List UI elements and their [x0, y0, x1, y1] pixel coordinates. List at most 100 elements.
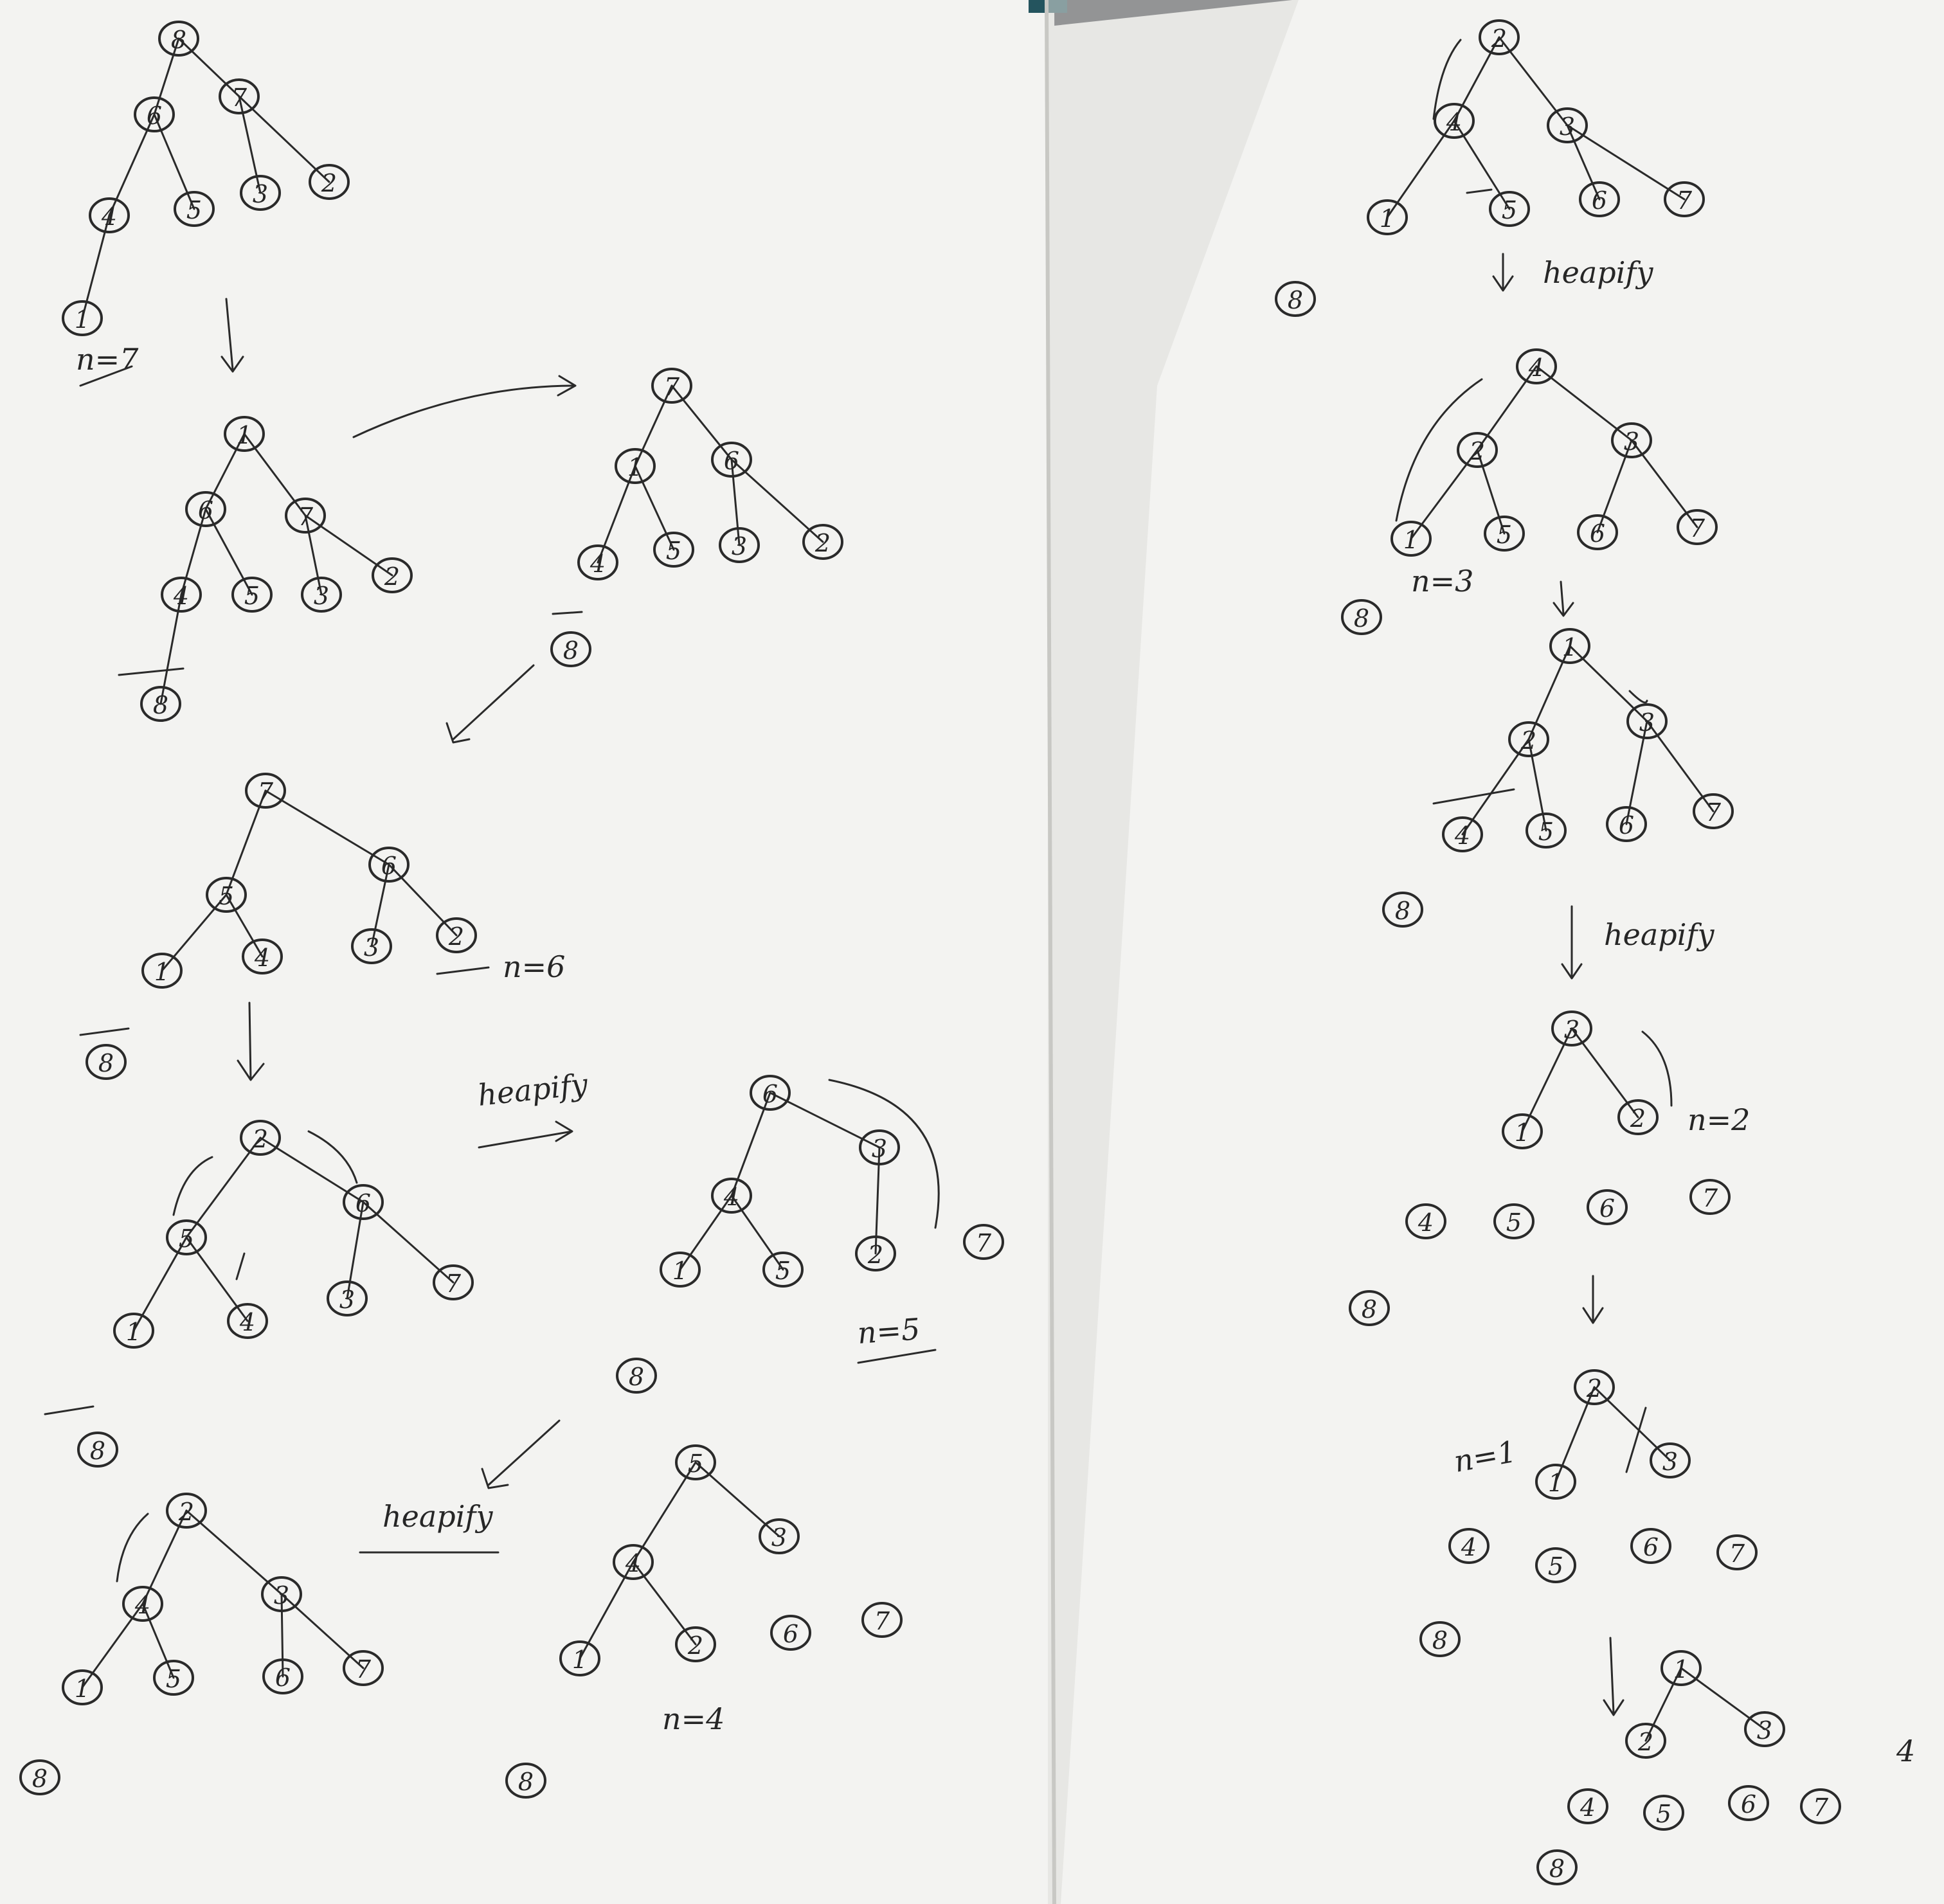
node-label: 5 — [1538, 818, 1554, 846]
node-circle — [1457, 432, 1498, 468]
tree-edge — [670, 384, 733, 461]
node-circle — [113, 1313, 154, 1349]
node-circle — [1744, 1711, 1785, 1747]
node-circle — [62, 1669, 103, 1705]
node-label: 3 — [1757, 1716, 1772, 1745]
node-circle — [1508, 721, 1549, 757]
node-circle — [134, 96, 175, 132]
heapify-label: heapify — [1604, 917, 1715, 952]
node-circle — [240, 175, 281, 211]
node-circle — [436, 917, 477, 953]
node-circle — [224, 416, 265, 452]
node-circle — [1693, 793, 1734, 829]
node-label: 5 — [688, 1450, 703, 1478]
node-label: 8 — [563, 636, 579, 665]
swap-arrow — [1641, 1030, 1673, 1107]
node-label: 3 — [274, 1581, 289, 1610]
node-label: 2 — [178, 1498, 194, 1526]
left-page — [0, 0, 1061, 1904]
node-circle — [613, 1544, 654, 1580]
node-label: 5 — [179, 1225, 194, 1253]
node-circle — [1716, 1534, 1758, 1570]
tree-edge — [280, 1593, 284, 1678]
node-label: 2 — [321, 169, 337, 197]
node-label: 5 — [1656, 1800, 1671, 1828]
node-label: 1 — [1380, 204, 1395, 233]
node-label: 1 — [1562, 633, 1578, 661]
tree-edge — [370, 863, 390, 948]
node-label: 8 — [171, 26, 186, 54]
node-label: 8 — [153, 691, 168, 719]
tree-edge — [632, 1461, 697, 1563]
count-label: n=4 — [662, 1702, 724, 1736]
node-circle — [1479, 19, 1520, 55]
node-circle — [1536, 1849, 1578, 1885]
down-arrow — [1553, 580, 1574, 617]
tree-edge — [1453, 36, 1500, 122]
node-label: 8 — [90, 1437, 105, 1465]
node-label: 2 — [1630, 1104, 1646, 1133]
node-label: 6 — [783, 1620, 798, 1648]
node-circle — [19, 1759, 60, 1795]
node-label: 8 — [32, 1765, 48, 1793]
node-circle — [77, 1432, 118, 1468]
node-label: 7 — [1689, 514, 1706, 543]
tree-edge — [679, 1194, 733, 1271]
node-label: 3 — [1662, 1448, 1678, 1476]
node-circle — [711, 1178, 752, 1214]
node-label: 3 — [314, 582, 329, 610]
node-label: 4 — [1454, 822, 1470, 850]
node-circle — [1643, 1795, 1684, 1831]
node-circle — [660, 1252, 701, 1288]
node-label: 7 — [356, 1655, 372, 1684]
node-circle — [1535, 1547, 1576, 1583]
tree-edge — [159, 593, 183, 705]
tree-edge — [1521, 1027, 1573, 1133]
node-circle — [368, 847, 410, 883]
node-label: 7 — [298, 503, 314, 531]
node-circle — [1489, 191, 1530, 227]
node-circle — [1625, 1723, 1666, 1759]
node-label: 8 — [1395, 897, 1410, 925]
node-circle — [89, 197, 130, 233]
node-circle — [1689, 1179, 1731, 1215]
right-arrow — [478, 1120, 573, 1149]
node-label: 2 — [1586, 1374, 1602, 1403]
node-circle — [262, 1658, 303, 1694]
node-label: 3 — [1639, 708, 1655, 737]
separator-line — [1466, 188, 1493, 194]
node-label: 3 — [1560, 112, 1575, 141]
heapify-label: heapify — [1543, 255, 1653, 290]
node-circle — [675, 1444, 716, 1480]
tree-edge — [730, 458, 824, 543]
node-circle — [231, 577, 273, 613]
swap-arrow — [1628, 690, 1648, 704]
node-circle — [750, 1075, 791, 1111]
node-label: 5 — [1502, 196, 1517, 224]
node-circle — [285, 498, 326, 534]
node-circle — [1664, 181, 1705, 217]
node-label: 2 — [815, 529, 831, 557]
node-circle — [1434, 103, 1475, 139]
node-circle — [158, 21, 199, 57]
node-label: 7 — [1813, 1793, 1829, 1822]
node-label: 4 — [590, 550, 606, 578]
node-label: 2 — [1637, 1728, 1653, 1756]
node-circle — [86, 1044, 127, 1080]
node-circle — [770, 1615, 811, 1651]
node-label: 1 — [75, 1675, 90, 1703]
node-circle — [1442, 816, 1483, 852]
node-circle — [1516, 348, 1557, 384]
node-label: 1 — [572, 1646, 588, 1674]
tree-edge — [259, 1136, 364, 1203]
node-label: 8 — [1362, 1295, 1377, 1324]
node-label: 3 — [1624, 427, 1639, 456]
node-circle — [327, 1280, 368, 1316]
page-gutter — [1045, 0, 1056, 1904]
node-label: 3 — [364, 933, 379, 962]
node-label: 1 — [627, 453, 643, 481]
node-circle — [242, 939, 283, 974]
node-circle — [1728, 1785, 1769, 1821]
node-label: 5 — [1497, 521, 1512, 549]
